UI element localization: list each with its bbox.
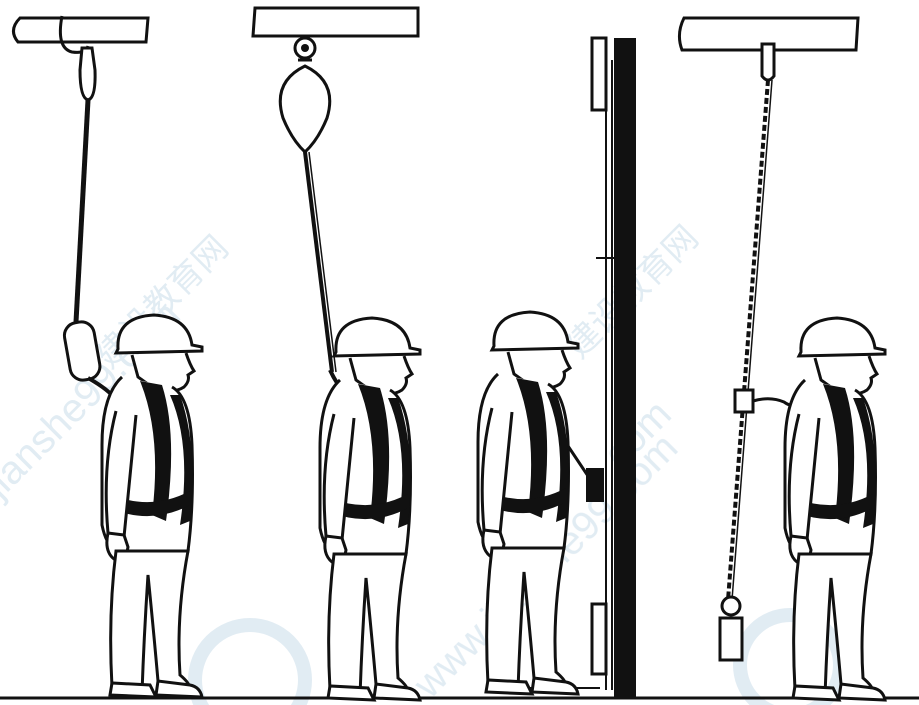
overhead-beam <box>13 18 148 42</box>
retractable-cable <box>305 152 332 372</box>
rope-grab <box>735 390 753 412</box>
overhead-beam <box>253 8 418 36</box>
shock-absorber <box>62 320 102 382</box>
anchor-carabiner <box>80 48 95 100</box>
rail-bracket-bottom <box>592 604 606 674</box>
lanyard <box>76 100 88 322</box>
counterweight-ring <box>722 597 740 615</box>
figure-4-vertical-lifeline <box>679 18 885 700</box>
rail-slider <box>586 468 604 502</box>
counterweight <box>720 618 742 660</box>
svg-text:建设教育网: 建设教育网 <box>89 229 236 376</box>
wall <box>614 38 636 698</box>
anchor-shackle <box>762 44 774 80</box>
rail-bracket-top <box>592 38 606 110</box>
figure-2-self-retracting-lifeline <box>253 8 420 700</box>
vertical-lifeline <box>728 80 768 600</box>
retractor-housing <box>280 66 330 152</box>
figure-3-vertical-rail <box>478 38 636 698</box>
